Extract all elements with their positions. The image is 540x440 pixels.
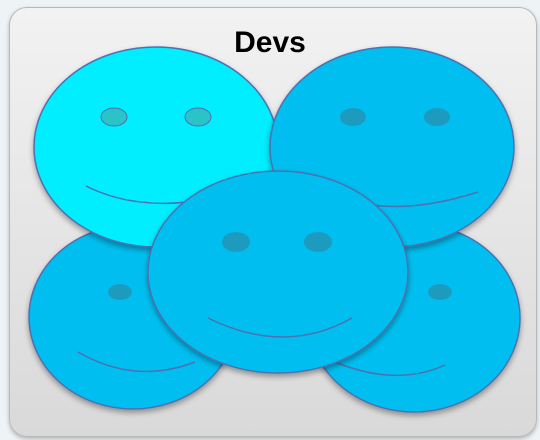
diagram-title: Devs	[234, 26, 306, 59]
face-center	[147, 170, 409, 374]
face-top-right-eye-left	[340, 108, 366, 126]
face-bottom-right-eye	[428, 284, 452, 300]
face-top-right-eye-right	[424, 108, 450, 126]
face-center-eye-left	[222, 232, 250, 252]
face-top-left-eye-right	[184, 107, 212, 127]
face-center-mouth	[207, 317, 353, 338]
face-bottom-left-eye	[108, 284, 132, 300]
face-top-left-eye-left	[100, 107, 128, 127]
face-center-eye-right	[304, 232, 332, 252]
face-bottom-right-mouth	[329, 359, 446, 377]
face-center-head	[147, 170, 409, 374]
face-bottom-left-mouth	[77, 351, 196, 373]
